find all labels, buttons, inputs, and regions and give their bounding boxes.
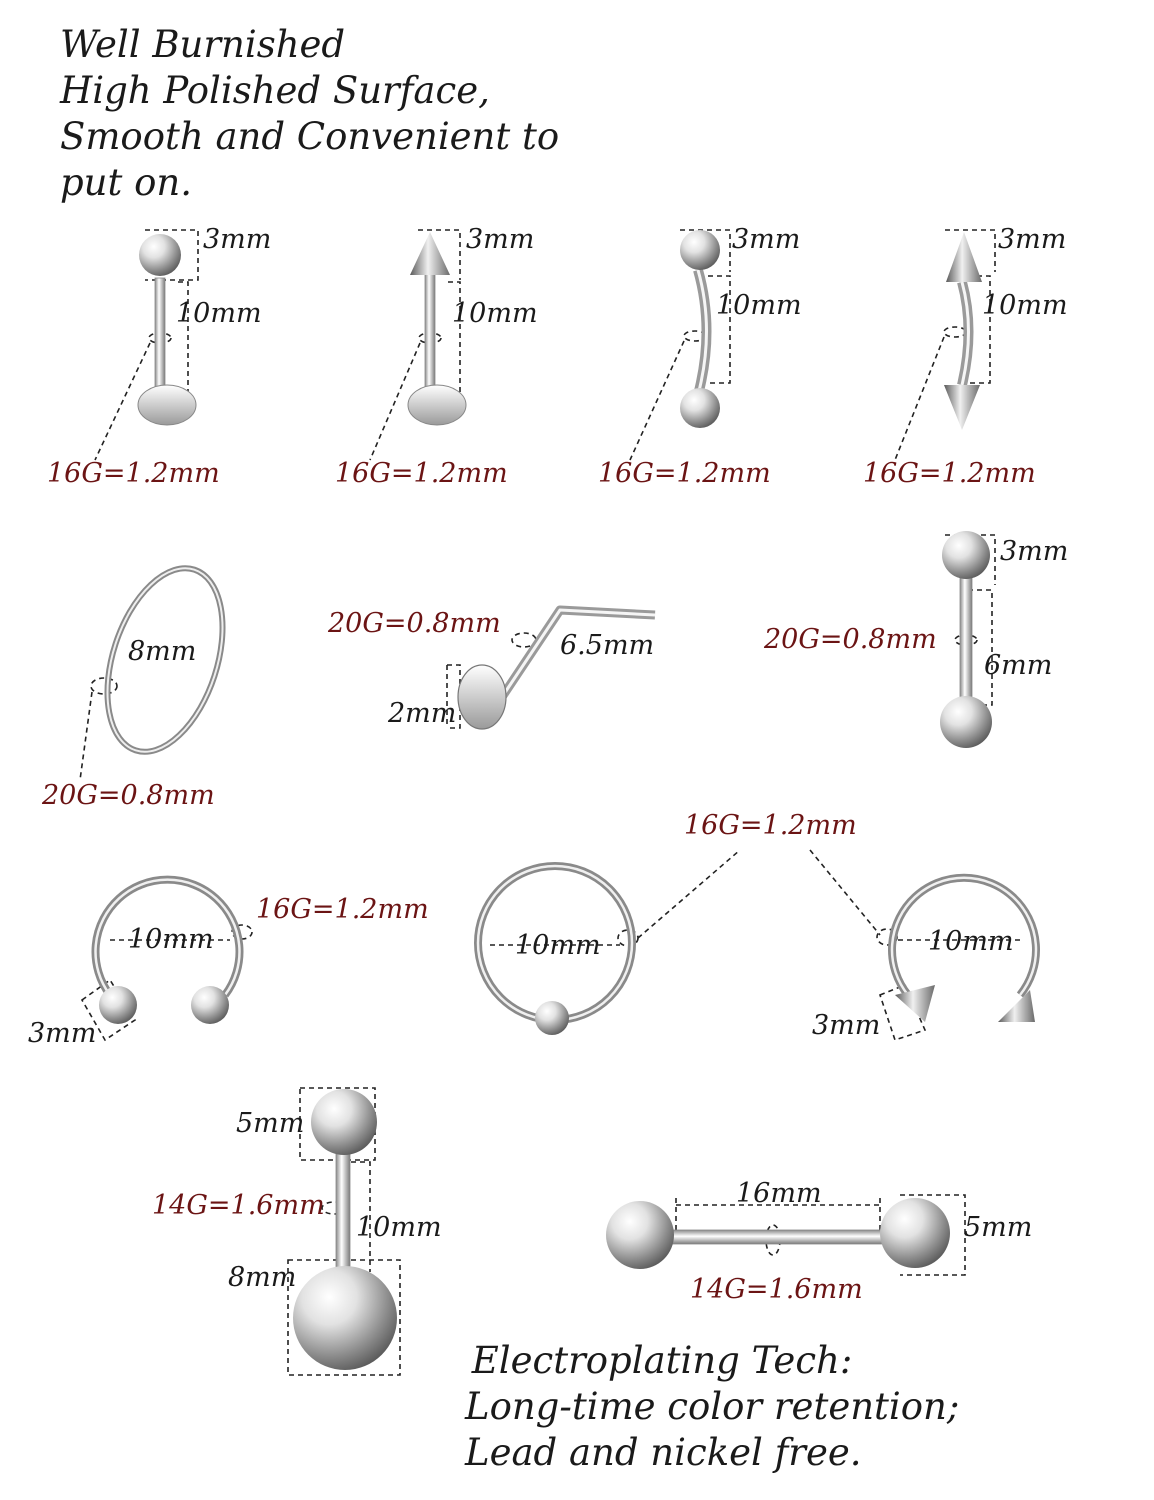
labret-ball-size: 3mm: [203, 224, 272, 255]
header-line-3: Smooth and Convenient to: [60, 115, 560, 158]
belly-ring-bottom-ball: 8mm: [228, 1262, 297, 1293]
straight-barbell-gauge: 14G=1.6mm: [690, 1274, 863, 1305]
curved-spike-length: 10mm: [982, 290, 1068, 321]
nose-stud-drawing: [457, 605, 656, 730]
footer-line-2: Long-time color retention;: [465, 1385, 960, 1428]
mini-barbell-drawing: [940, 531, 992, 748]
nose-stud-length: 6.5mm: [560, 630, 655, 661]
curved-spike-gauge: 16G=1.2mm: [863, 458, 1036, 489]
footer-line-3: Lead and nickel free.: [465, 1431, 862, 1474]
horseshoe-spike-size: 3mm: [812, 1010, 881, 1041]
belly-ring-length: 10mm: [356, 1212, 442, 1243]
shared-gauge-label: 16G=1.2mm: [684, 810, 857, 841]
straight-barbell-ball: 5mm: [964, 1212, 1033, 1243]
curved-ball-length: 10mm: [716, 290, 802, 321]
belly-ring-drawing: [293, 1089, 397, 1370]
mini-barbell-length: 6mm: [984, 650, 1053, 681]
header-line-1: Well Burnished: [60, 23, 346, 66]
horseshoe-ball-diameter: 10mm: [128, 924, 214, 955]
labret-ball-length: 10mm: [176, 298, 262, 329]
curved-spike-drawing: [944, 232, 982, 430]
horseshoe-ball-gauge: 16G=1.2mm: [256, 894, 429, 925]
captive-ring-drawing: [474, 862, 636, 1035]
belly-ring-top-ball: 5mm: [236, 1108, 305, 1139]
curved-ball-drawing: [680, 230, 720, 428]
curved-ball-size: 3mm: [732, 224, 801, 255]
horseshoe-ball-drawing: [91, 875, 244, 1024]
belly-ring-gauge: 14G=1.6mm: [152, 1190, 325, 1221]
header-line-4: put on.: [60, 161, 193, 204]
curved-spike-size: 3mm: [998, 224, 1067, 255]
labret-spike-gauge: 16G=1.2mm: [335, 458, 508, 489]
labret-ball-drawing: [137, 234, 197, 426]
horseshoe-spike-diameter: 10mm: [928, 926, 1014, 957]
nose-hoop-drawing: [104, 565, 226, 755]
labret-spike-drawing: [407, 232, 467, 426]
straight-barbell-length: 16mm: [736, 1178, 822, 1209]
header-line-2: High Polished Surface,: [60, 69, 490, 112]
straight-barbell-drawing: [606, 1198, 950, 1269]
mini-barbell-ball: 3mm: [1000, 536, 1069, 567]
labret-spike-size: 3mm: [466, 224, 535, 255]
horseshoe-spike-drawing: [888, 873, 1040, 1022]
footer-line-1: Electroplating Tech:: [460, 1339, 853, 1382]
captive-ring-diameter: 10mm: [515, 930, 601, 961]
horseshoe-ball-size: 3mm: [28, 1018, 97, 1049]
nose-hoop-diameter: 8mm: [128, 636, 197, 667]
nose-stud-head: 2mm: [388, 698, 457, 729]
nose-stud-gauge: 20G=0.8mm: [328, 608, 501, 639]
nose-hoop-gauge: 20G=0.8mm: [42, 780, 215, 811]
mini-barbell-gauge: 20G=0.8mm: [764, 624, 937, 655]
labret-ball-gauge: 16G=1.2mm: [47, 458, 220, 489]
curved-ball-gauge: 16G=1.2mm: [598, 458, 771, 489]
labret-spike-length: 10mm: [452, 298, 538, 329]
